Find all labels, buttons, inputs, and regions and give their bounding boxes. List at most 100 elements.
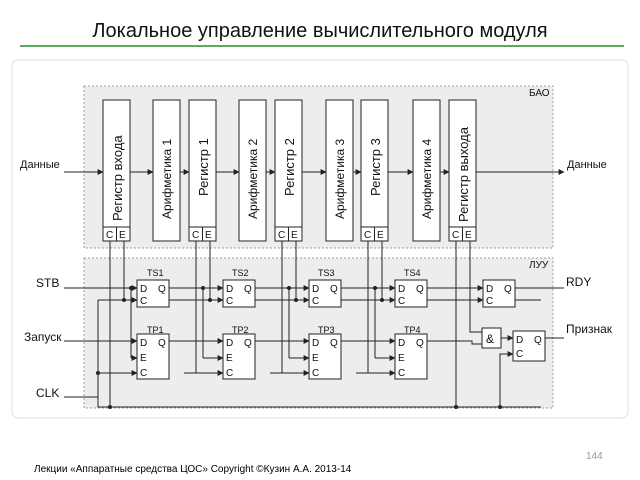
flipflop-box — [512, 330, 546, 362]
arithmetic-box — [325, 99, 354, 242]
signal-stb-label: STB — [36, 276, 59, 290]
pin-d: D — [398, 338, 405, 349]
tp3-label: TP3 — [318, 325, 335, 335]
ts-flipflops: TS1 D Q C TS2 D Q C TS3 D Q C TS4 D Q C — [136, 268, 516, 308]
register-input: Регистр входа C E — [102, 99, 131, 242]
rdy-flipflop: D Q C — [482, 279, 516, 308]
arithmetic-box — [412, 99, 441, 242]
register-label: Регистр 2 — [282, 138, 297, 196]
pin-e: E — [205, 230, 212, 241]
pin-c: C — [140, 296, 147, 307]
pin-c: C — [278, 230, 285, 241]
pin-d: D — [398, 284, 405, 295]
and-gate-symbol: & — [486, 332, 494, 346]
arithmetic-label: Арифметика 1 — [160, 139, 174, 220]
ts1-label: TS1 — [147, 268, 164, 278]
pin-d: D — [140, 338, 147, 349]
junction-dot — [201, 286, 205, 290]
output-flag-label: Признак — [566, 322, 613, 336]
pin-d: D — [312, 338, 319, 349]
ts1-flipflop: TS1 D Q C — [136, 268, 170, 308]
pin-c: C — [312, 368, 319, 379]
ts2-label: TS2 — [232, 268, 249, 278]
register-label: Регистр выхода — [456, 126, 471, 222]
pin-e: E — [291, 230, 298, 241]
junction-dot — [373, 286, 377, 290]
pin-q: Q — [244, 338, 252, 349]
datapath-block-label: БАО — [529, 88, 550, 99]
pin-c: C — [452, 230, 459, 241]
pin-d: D — [226, 338, 233, 349]
pin-q: Q — [504, 284, 512, 295]
flipflop-box — [394, 279, 428, 308]
pin-c: C — [226, 296, 233, 307]
arithmetic-4: Арифметика 4 — [412, 99, 441, 242]
pin-q: Q — [534, 335, 542, 346]
pin-e: E — [312, 353, 319, 364]
tp3-flipflop: TP3 D Q E C — [308, 325, 342, 380]
tp1-flipflop: TP1 D Q E C — [136, 325, 170, 380]
tp2-flipflop: TP2 D Q E C — [222, 325, 256, 380]
flipflop-box — [136, 279, 170, 308]
pin-e: E — [377, 230, 384, 241]
pin-c: C — [364, 230, 371, 241]
clk-tap — [499, 351, 514, 407]
junction-dot — [294, 298, 298, 302]
pin-c: C — [312, 296, 319, 307]
junction-dot — [380, 298, 384, 302]
signal-clk-label: CLK — [36, 386, 59, 400]
tp4-label: TP4 — [404, 325, 421, 335]
flag-flipflop: D Q C — [512, 330, 546, 362]
pin-c: C — [516, 349, 523, 360]
pin-e: E — [119, 230, 126, 241]
pin-c: C — [398, 296, 405, 307]
pin-q: Q — [330, 284, 338, 295]
title-rule — [20, 45, 624, 47]
pin-c: C — [106, 230, 113, 241]
flipflop-box — [482, 279, 516, 308]
pin-d: D — [516, 335, 523, 346]
tp4-flipflop: TP4 D Q E C — [394, 325, 428, 380]
footer: Лекции «Аппаратные средства ЦОС» Copyrig… — [34, 464, 352, 475]
junction-dot — [96, 371, 100, 375]
ts4-flipflop: TS4 D Q C — [394, 268, 428, 308]
arithmetic-1: Арифметика 1 — [152, 99, 181, 242]
junction-dot — [122, 298, 126, 302]
arithmetic-2: Арифметика 2 — [238, 99, 267, 242]
register-label: Регистр 1 — [196, 138, 211, 196]
register-box — [360, 99, 389, 242]
register-label: Регистр входа — [110, 135, 125, 221]
tp2-label: TP2 — [232, 325, 249, 335]
pin-q: Q — [416, 284, 424, 295]
arithmetic-label: Арифметика 2 — [246, 139, 260, 220]
tp1-label: TP1 — [147, 325, 164, 335]
ts4-label: TS4 — [404, 268, 421, 278]
pin-q: Q — [158, 338, 166, 349]
pin-d: D — [312, 284, 319, 295]
register-3: Регистр 3 C E — [360, 99, 389, 242]
data-input-label: Данные — [20, 159, 60, 171]
pin-e: E — [465, 230, 472, 241]
flipflop-box — [308, 279, 342, 308]
junction-dot — [498, 405, 502, 409]
output-rdy-label: RDY — [566, 275, 591, 289]
pin-e: E — [398, 353, 405, 364]
control-wiring — [98, 241, 564, 407]
arithmetic-label: Арифметика 4 — [420, 139, 434, 220]
pin-d: D — [486, 284, 493, 295]
pin-q: Q — [416, 338, 424, 349]
pin-c: C — [398, 368, 405, 379]
register-output: Регистр выхода C E — [448, 99, 477, 242]
junction-dots — [96, 286, 502, 409]
junction-dot — [287, 286, 291, 290]
tp-flipflops: TP1 D Q E C TP2 D Q E C TP3 D Q E C TP4 … — [136, 325, 546, 380]
control-block-label: ЛУУ — [529, 260, 549, 271]
signal-start-label: Запуск — [24, 330, 62, 344]
junction-dot — [208, 298, 212, 302]
arithmetic-3: Арифметика 3 — [325, 99, 354, 242]
diagram-frame — [11, 59, 629, 419]
register-1: Регистр 1 C E — [188, 99, 217, 242]
junction-dot — [129, 286, 133, 290]
register-2: Регистр 2 C E — [274, 99, 303, 242]
junction-dot — [108, 405, 112, 409]
